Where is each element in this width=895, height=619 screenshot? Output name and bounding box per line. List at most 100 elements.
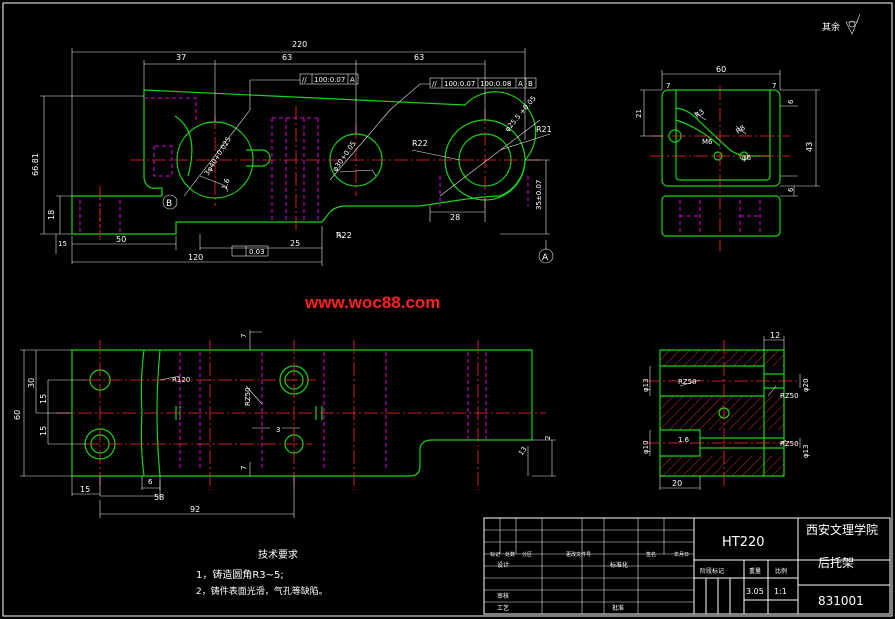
- svg-text:120: 120: [188, 253, 203, 262]
- svg-text:3φ40+0.025: 3φ40+0.025: [203, 136, 233, 177]
- svg-text:RZ50: RZ50: [780, 440, 799, 448]
- svg-text:20: 20: [672, 479, 682, 488]
- svg-text:φ6: φ6: [742, 154, 752, 162]
- svg-text:M6: M6: [702, 138, 713, 146]
- svg-text:60: 60: [716, 65, 726, 74]
- svg-text:58: 58: [154, 493, 164, 502]
- svg-text:φ20: φ20: [802, 378, 810, 392]
- svg-text:B: B: [528, 80, 533, 88]
- svg-text:0.03: 0.03: [249, 248, 265, 256]
- svg-text:2: 2: [544, 436, 552, 440]
- top-view-dims: 60 30 15 15 7 15 58 6 92 3 7 13 2 R120 R…: [13, 334, 552, 514]
- svg-text:比例: 比例: [775, 567, 787, 575]
- svg-text:15: 15: [39, 426, 48, 436]
- svg-text://: //: [302, 76, 307, 84]
- technical-notes: 技术要求 1，铸造圆角R3~5; 2，铸件表面光滑，气孔等缺陷。: [196, 548, 328, 597]
- svg-text:37: 37: [176, 53, 186, 62]
- svg-text:RZ50: RZ50: [678, 378, 697, 386]
- svg-text:7: 7: [240, 466, 248, 470]
- svg-text:R21: R21: [536, 125, 552, 134]
- svg-text:15: 15: [80, 485, 90, 494]
- svg-text:13: 13: [517, 445, 529, 457]
- front-view-dims: 220 37 63 63 66.81 18 15 50 120 25 28 35…: [31, 40, 552, 263]
- svg-text:1.6: 1.6: [678, 436, 690, 444]
- front-view: [40, 48, 554, 266]
- svg-text:50: 50: [116, 235, 126, 244]
- svg-text:7: 7: [772, 82, 776, 90]
- notes-title: 技术要求: [258, 548, 298, 561]
- svg-text:φ13: φ13: [642, 378, 650, 392]
- svg-text:18: 18: [47, 210, 56, 220]
- svg-text:1.6: 1.6: [220, 177, 232, 191]
- svg-text:标准化: 标准化: [610, 561, 628, 569]
- svg-text:63: 63: [414, 53, 424, 62]
- roughness-symbol-icon: [845, 13, 861, 35]
- svg-text:RZ50: RZ50: [780, 392, 799, 400]
- svg-text:A: A: [350, 76, 355, 84]
- svg-text:R8: R8: [735, 124, 747, 136]
- svg-text:21: 21: [635, 109, 643, 118]
- svg-text:6: 6: [787, 99, 795, 104]
- svg-text:标记: 标记: [490, 551, 500, 558]
- svg-text:3: 3: [276, 426, 280, 434]
- svg-text:审核: 审核: [497, 592, 509, 600]
- svg-text:签名: 签名: [646, 551, 656, 558]
- svg-text:66.81: 66.81: [31, 153, 40, 176]
- svg-text:重量: 重量: [749, 567, 761, 575]
- svg-text:年月日: 年月日: [674, 551, 689, 558]
- top-view: [20, 330, 556, 518]
- svg-text:15: 15: [58, 240, 67, 248]
- svg-text:更改文件号: 更改文件号: [566, 551, 591, 558]
- material-label: HT220: [722, 535, 765, 550]
- svg-text:B: B: [166, 199, 172, 209]
- notes-line-2: 2，铸件表面光滑，气孔等缺陷。: [196, 585, 328, 597]
- svg-text:批准: 批准: [612, 604, 624, 612]
- svg-text:12: 12: [770, 331, 780, 340]
- svg-text:30: 30: [27, 378, 36, 388]
- side-view: [640, 70, 820, 252]
- svg-text:35±0.07: 35±0.07: [535, 180, 543, 210]
- notes-line-1: 1，铸造圆角R3~5;: [196, 568, 284, 581]
- svg-text:7: 7: [666, 82, 670, 90]
- corner-note: 其余: [822, 21, 840, 33]
- svg-text:R22: R22: [336, 231, 352, 240]
- svg-text:RZ50: RZ50: [244, 387, 252, 406]
- watermark-text: www.woc88.com: [304, 293, 440, 312]
- svg-text:φ13: φ13: [802, 444, 810, 458]
- svg-text:100:0.08: 100:0.08: [480, 80, 511, 88]
- svg-text:63: 63: [282, 53, 292, 62]
- svg-text:A: A: [542, 253, 549, 263]
- svg-text:6: 6: [787, 187, 795, 192]
- svg-text:100:0.07: 100:0.07: [314, 76, 345, 84]
- svg-text:220: 220: [292, 40, 307, 49]
- svg-text:7: 7: [240, 334, 248, 338]
- part-name: 后托架: [818, 556, 854, 570]
- svg-text:R22: R22: [412, 139, 428, 148]
- svg-text:1:1: 1:1: [774, 587, 787, 596]
- drawing-number: 831001: [818, 594, 864, 608]
- svg-text:60: 60: [13, 410, 22, 420]
- school-name: 西安文理学院: [806, 522, 878, 537]
- svg-text:15: 15: [39, 394, 48, 404]
- title-block-text: HT220 西安文理学院 后托架 831001 阶段标记 重量 比例 3.05 …: [490, 522, 878, 612]
- svg-text:设计: 设计: [497, 561, 509, 569]
- svg-text:R3: R3: [694, 108, 706, 120]
- svg-text:处数: 处数: [505, 551, 515, 558]
- svg-text:3.05: 3.05: [746, 587, 764, 596]
- svg-text:25: 25: [290, 239, 300, 248]
- svg-text:φ10: φ10: [642, 440, 650, 454]
- svg-text://: //: [432, 80, 437, 88]
- side-view-dims: 60 7 7 21 6 43 6 R3 R8 M6 φ6: [635, 65, 814, 192]
- title-block: [483, 517, 891, 615]
- svg-text:阶段标记: 阶段标记: [700, 567, 724, 575]
- svg-text:28: 28: [450, 213, 460, 222]
- svg-text:43: 43: [805, 142, 814, 152]
- svg-text:R120: R120: [172, 376, 190, 384]
- svg-text:100:0.07: 100:0.07: [444, 80, 475, 88]
- svg-text:分区: 分区: [522, 551, 532, 558]
- section-view: [646, 336, 801, 490]
- svg-text:工艺: 工艺: [497, 604, 509, 612]
- svg-text:A: A: [518, 80, 523, 88]
